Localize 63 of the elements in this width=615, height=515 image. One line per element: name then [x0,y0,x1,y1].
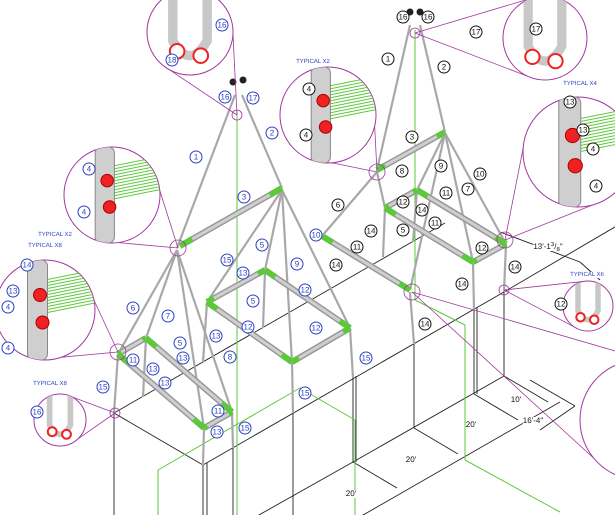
callout-number: 1 [382,52,394,66]
callout-number: 12 [396,196,410,208]
callout-number: 6 [332,198,344,212]
callout-number: 10 [310,228,322,242]
callout-number: 12 [310,322,322,334]
callout-number: 14 [364,224,378,238]
callout-number: 13 [176,352,190,364]
callout-number: 11 [212,404,224,418]
callout-number: 17 [470,26,482,38]
callout-number: 15 [96,380,110,394]
callout-number: 2 [438,60,450,74]
callout-number: 5 [256,238,268,252]
callout-number: 11 [428,216,442,230]
callout-number: 5 [174,336,186,350]
callout-number: 5 [396,224,410,236]
callout-number: 14 [416,204,428,216]
callout-number: 16 [218,90,232,104]
callout-number: 8 [224,350,236,364]
callout-number: 11 [350,240,364,254]
callout-number: 14 [20,258,34,272]
callout-number: 14 [508,260,522,274]
callout-number: 14 [418,318,432,330]
callout-number: 1 [190,150,202,164]
callout-number: 13 [158,376,172,390]
callout-number: 4 [2,342,14,354]
dimension-label: 20' [466,421,476,429]
callout-number: 5 [246,294,260,308]
callout-number: 16 [396,10,410,24]
callout-number: 12 [554,298,568,310]
callout-number: 2 [266,126,278,140]
callout-number: 13 [210,426,224,438]
dimension-label: 16'-4" [522,417,544,425]
callout-number: 15 [360,352,372,364]
callout-number: 8 [396,164,408,178]
dimension-label: 10' [510,396,522,404]
callout-number: 3 [238,190,250,204]
callout-number: 15 [220,254,234,266]
dimension-label: 20' [406,456,416,464]
callout-number: 13 [564,96,576,108]
dimension-label: 20' [346,490,356,498]
dimension-label: 13'-1$^{3}$/$_{8}$" [533,243,563,251]
callout-number: 17 [246,92,260,104]
callout-number: 16 [30,406,44,418]
callout-number: 13 [210,330,222,342]
callout-number: 15 [298,386,312,400]
callout-number: 11 [440,186,452,200]
callout-number: 13 [236,266,250,280]
callout-number: 3 [406,130,418,144]
callout-number: 6 [126,302,140,314]
callout-number: 12 [242,320,254,334]
callout-number: 12 [298,284,312,296]
callout-number: 14 [330,258,342,272]
callout-number: 15 [238,422,252,434]
callout-number: 7 [462,182,474,196]
callout-number: 9 [290,258,304,270]
callout-number: 7 [162,310,174,322]
callout-number: 13 [146,362,160,376]
callout-number: 9 [434,160,448,172]
callout-number: 11 [126,354,140,366]
callout-number: 12 [476,242,488,254]
callout-number: 16 [422,10,434,24]
callout-number: 10 [474,168,486,180]
callout-number: 14 [456,278,468,290]
